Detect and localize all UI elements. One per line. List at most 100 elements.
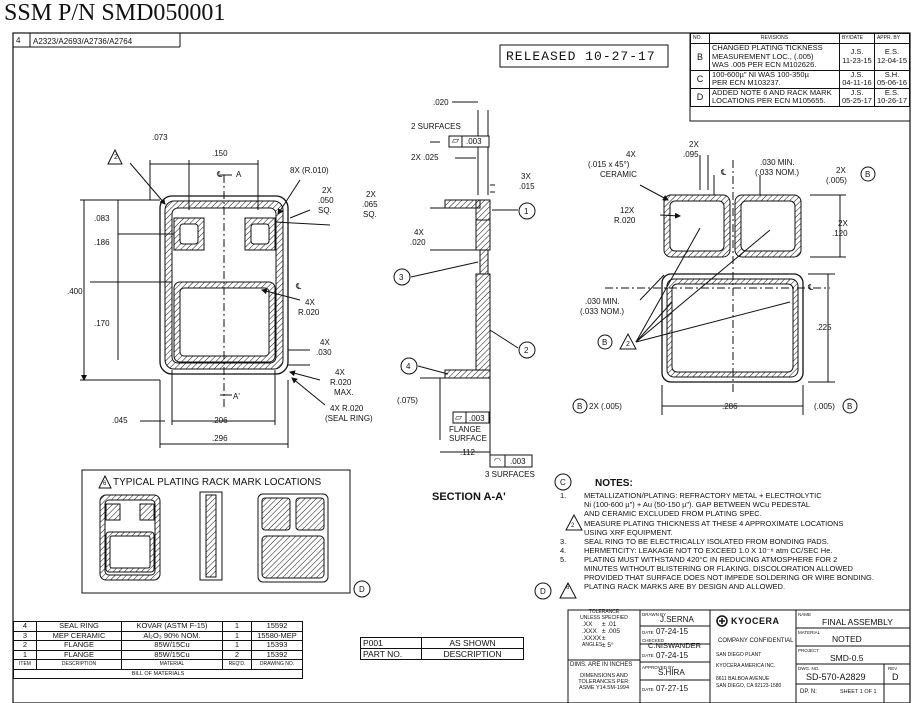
sec-4x: 4X [414,228,424,237]
address-1: 8611 BALBOA AVENUE [716,676,770,682]
dim-4x-b: 4X [320,338,330,347]
bv-centerline-2: ℄ [808,283,814,292]
sec-2-surfaces: 2 SURFACES [411,122,461,131]
released-text: RELEASED 10-27-17 [506,49,656,64]
sec-fc1-value: .003 [466,137,482,146]
flatness-icon: ▱ [452,135,459,145]
kyocera-logo: KYOCERA [716,615,780,627]
rev-header-no: NO. [690,33,710,44]
approved-date: 07-27-15 [656,684,689,693]
dim-073: .073 [152,133,168,142]
dim-max: MAX. [334,388,354,397]
note-1: 1. METALLIZATION/PLATING: REFRACTORY MET… [560,491,822,518]
balloon-2: 2 [524,346,529,355]
sec-surface: SURFACE [449,434,487,443]
bv-095: .095 [683,150,699,159]
revision-table: NO. REVISIONS BY/DATE APPR. BY B CHANGED… [690,33,911,107]
material-label: MATERIAL [798,630,821,635]
dwg-no: SD-570-A2829 [806,672,866,682]
sec-fc2-value: .003 [469,414,485,423]
dim-206: .206 [212,416,228,425]
dim-065: .065 [362,200,378,209]
approved-by: S.HIRA [658,668,685,677]
released-stamp [499,44,669,68]
part-p001: P001 [360,637,422,649]
dim-170: .170 [94,319,110,328]
bv-2x-c: 2X [838,219,848,228]
project-label: PROJECT [798,648,820,653]
notes-title: NOTES: [595,478,633,489]
top-view [80,148,331,448]
dim-4x-r020: 4X R.020 [330,404,364,413]
datum-b-bottom: B [577,402,583,411]
balloon-3: 3 [399,273,404,282]
rev-header-by: BY/DATE [838,33,875,44]
bv-12x: 12X [620,206,635,215]
bv-2x-005: 2X (.005) [589,402,622,411]
dwg-no-label: DWG. NO. [798,666,820,671]
rack-triangle-6: 6 [103,481,107,487]
section-title: SECTION A-A' [432,491,506,503]
drawing-name: FINAL ASSEMBLY [822,617,893,627]
company: KYOCERA AMERICA INC. [716,663,776,669]
bottom-view [572,155,876,415]
sheet-count: SHEET 1 OF 1 [840,689,877,695]
tolerance-block: TOLERANCE UNLESS SPECIFIED .XX± .01 .XXX… [580,609,628,649]
rack-mark-box [81,469,371,598]
note-6: 6 PLATING RACK MARKS ARE BY DESIGN AND A… [566,582,786,591]
address-2: SAN DIEGO, CA 92123-1580 [716,683,782,689]
project-value: SMD-0.5 [830,653,864,663]
centerline-right: ℄ [296,282,302,291]
bv-centerline: ℄ [721,168,727,177]
checked-label: CHECKED [642,638,665,643]
dim-186: .186 [94,238,110,247]
dim-030: .030 [316,348,332,357]
sec-075: (.075) [397,396,418,405]
dim-r020-a: R.020 [298,308,320,317]
note-5: 5. PLATING MUST WITHSTAND 420°C IN REDUC… [560,555,874,582]
rack-title: TYPICAL PLATING RACK MARK LOCATIONS [113,477,322,488]
bv-chamfer: (.015 x 45°) [588,160,630,169]
sec-112: .112 [460,448,475,457]
balloon-4: 4 [406,362,411,371]
bv-033-nom: (.033 NOM.) [755,168,800,177]
bv-2x-a: 2X [689,140,699,149]
date-label-3: DATE [642,687,654,692]
rev-label: REV [888,666,898,671]
date-label-2: DATE [642,653,654,658]
part-desc-header: DESCRIPTION [421,648,524,660]
centerline-a: ℄ [217,170,223,179]
balloon-1: 1 [524,207,529,216]
bv-2x-b: 2X [836,166,846,175]
sec-fc3-value: .003 [510,457,526,466]
drawn-by-label: DRAWN BY [642,612,667,617]
dims-tolerance-std: DIMENSIONS AND TOLERANCES PER: ASME Y14.… [578,673,630,691]
note-2: 2 MEASURE PLATING THICKNESS AT THESE 4 A… [571,519,844,537]
dim-400: .400 [67,287,83,296]
dim-045: .045 [112,416,128,425]
bv-005-right: (.005) [814,402,835,411]
sec-020b: .020 [410,238,426,247]
plant: SAN DIEGO PLANT [716,652,762,658]
checked-date: 07-24-15 [656,651,689,660]
sec-3-surfaces: 3 SURFACES [485,470,535,479]
dim-sq-1: SQ. [318,206,332,215]
dim-sq-2: SQ. [363,210,377,219]
section-view [393,101,536,468]
datum-b-top: B [865,170,871,179]
note-3: 3. SEAL RING TO BE ELECTRICALLY ISOLATED… [560,537,829,546]
dim-4x-a: 4X [305,298,315,307]
sheet-zone: 4 [16,36,21,45]
note-4: 4. HERMETICITY: LEAKAGE NOT TO EXCEED 1.… [560,546,833,555]
sec-015: .015 [519,182,535,191]
dim-083: .083 [94,214,110,223]
part-as-shown: AS SHOWN [421,637,524,649]
drawing-border [12,32,911,703]
dims-inches: DIMS. ARE IN INCHES [570,662,633,668]
